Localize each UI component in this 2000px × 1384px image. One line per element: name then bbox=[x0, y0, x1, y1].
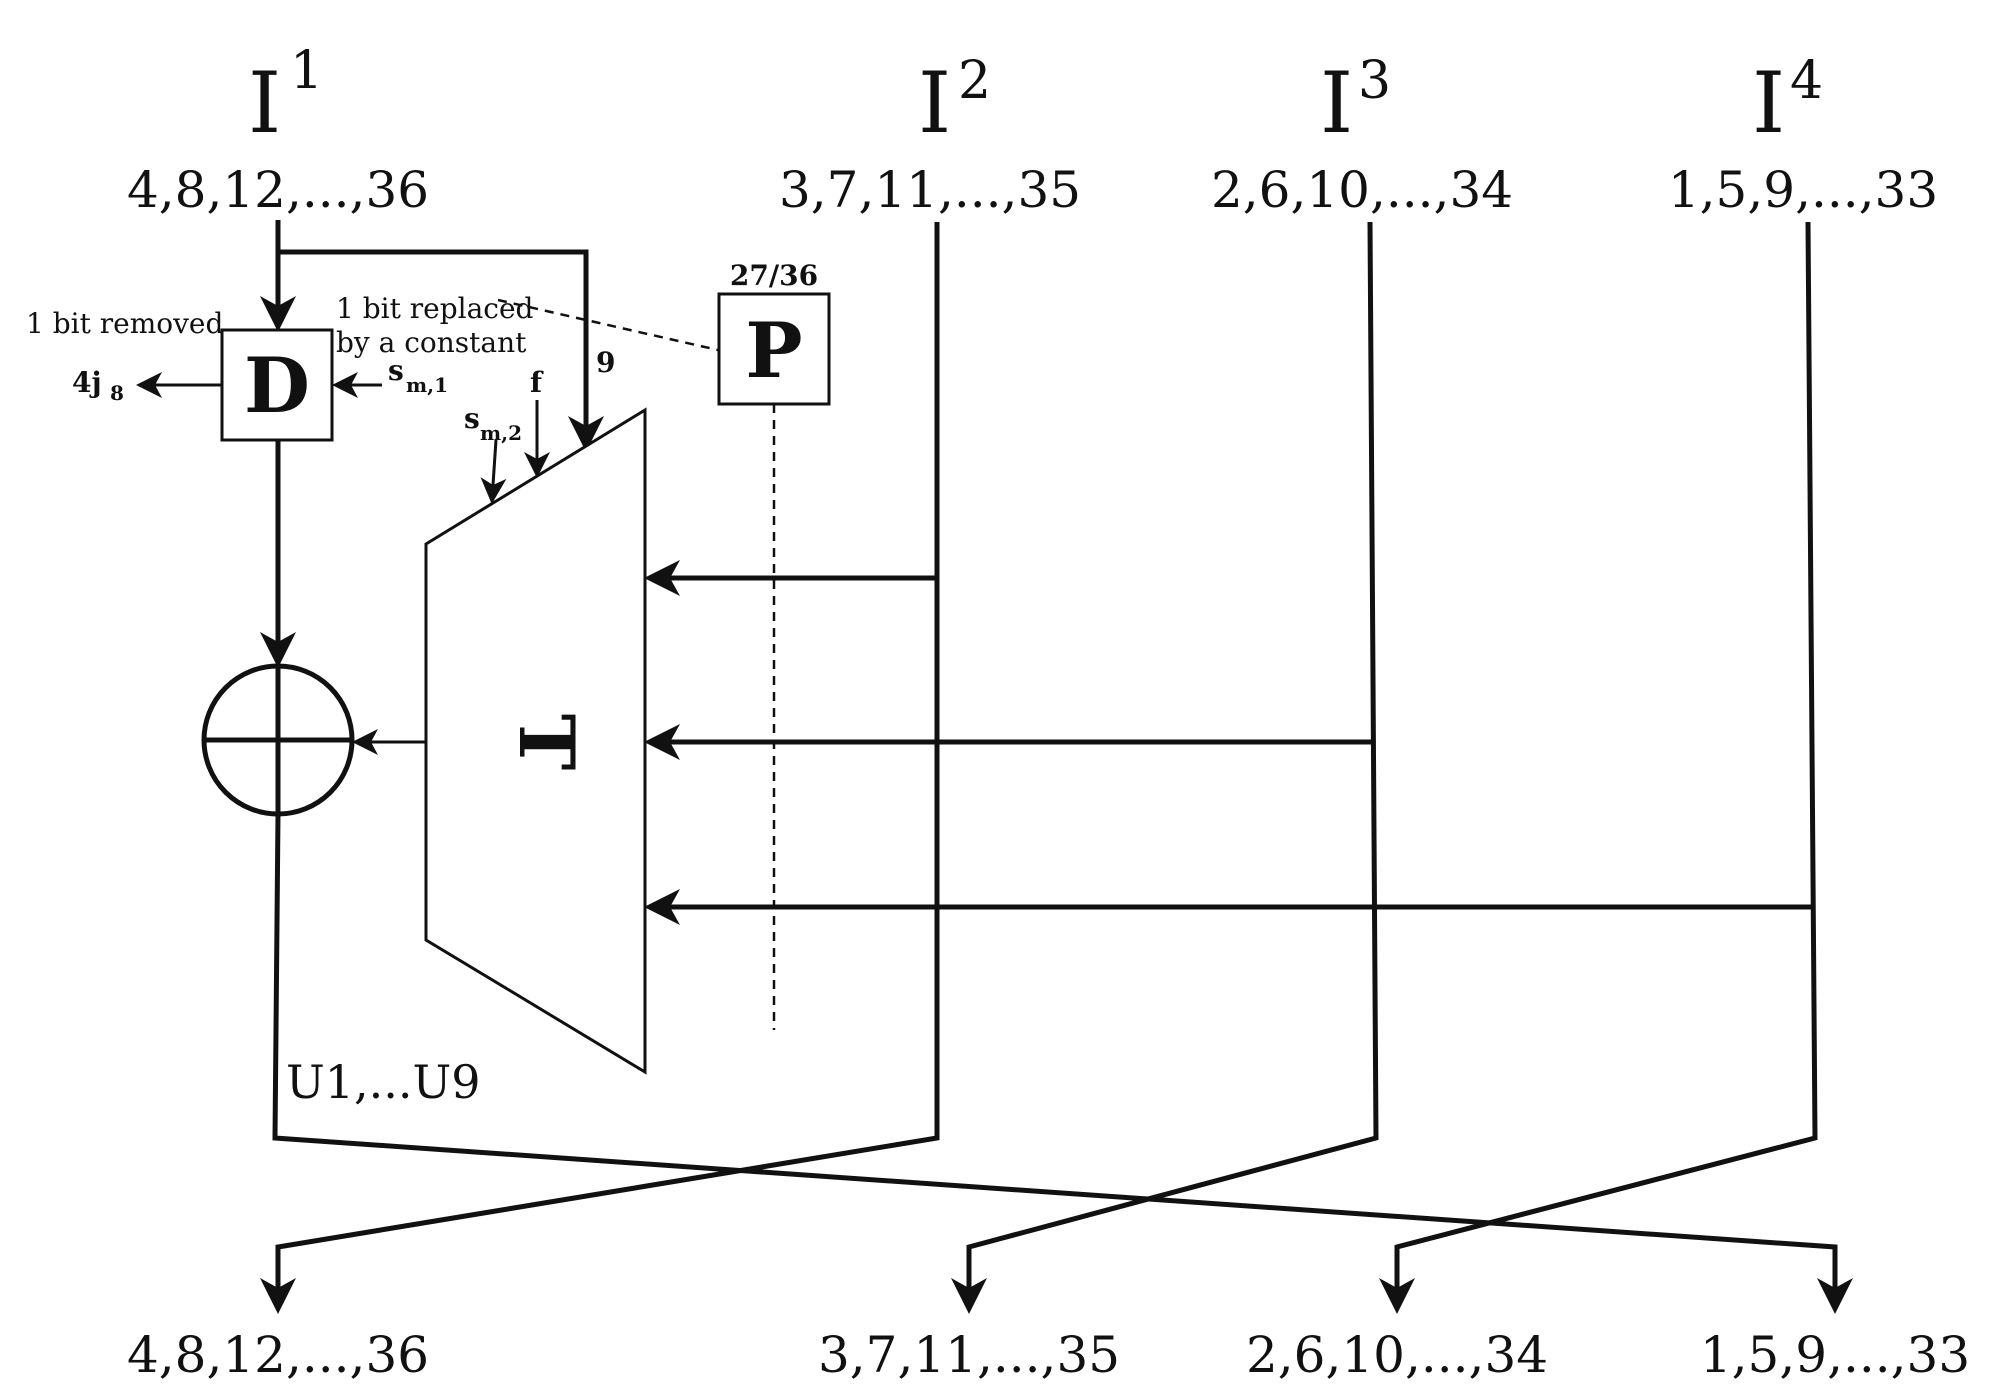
bit-replaced-line2: by a constant bbox=[336, 326, 527, 359]
input-2-sup: 2 bbox=[958, 51, 991, 111]
input-4-base: I bbox=[1752, 54, 1785, 152]
s-m1-label: s m,1 bbox=[388, 354, 448, 397]
input-3-indices: 2,6,10,...,34 bbox=[1211, 161, 1513, 219]
input-header-1: I 1 4,8,12,...,36 bbox=[127, 41, 429, 219]
xor-circle-plus-icon bbox=[201, 663, 355, 817]
i4-path-to-output-3 bbox=[1379, 221, 1818, 1314]
d-block-label: D bbox=[244, 341, 310, 430]
input-3-sup: 3 bbox=[1358, 51, 1391, 111]
s-m2-input-arrow bbox=[480, 439, 507, 504]
input-2-indices: 3,7,11,...,35 bbox=[779, 161, 1081, 219]
i2-path-to-output-1 bbox=[260, 222, 940, 1314]
output-3-indices: 2,6,10,...,34 bbox=[1246, 1326, 1548, 1384]
t-block-label: T bbox=[502, 714, 591, 771]
input-header-4: I 4 1,5,9,...,33 bbox=[1668, 51, 1938, 219]
svg-text:s: s bbox=[464, 402, 480, 435]
output-1-indices: 4,8,12,...,36 bbox=[127, 1326, 429, 1384]
input-3-base: I bbox=[1320, 54, 1353, 152]
out-j-label: 4j 8 bbox=[72, 366, 124, 405]
xor-path-to-output-4 bbox=[272, 813, 1853, 1314]
u-range-label: U1,...U9 bbox=[286, 1055, 481, 1109]
p-block: P bbox=[717, 292, 831, 406]
p-to-d-dashed-link bbox=[497, 298, 719, 352]
i3-path-to-output-2 bbox=[951, 221, 1379, 1314]
input-header-2: I 2 3,7,11,...,35 bbox=[779, 51, 1081, 219]
bit-replaced-line1: 1 bit replaced bbox=[336, 292, 534, 325]
svg-text:m,1: m,1 bbox=[406, 373, 448, 397]
t-block: T bbox=[424, 407, 647, 1075]
svg-text:4j: 4j bbox=[72, 366, 102, 399]
input-4-sup: 4 bbox=[1790, 51, 1823, 111]
input-header-3: I 3 2,6,10,...,34 bbox=[1211, 51, 1513, 219]
svg-text:m,2: m,2 bbox=[480, 421, 522, 445]
input-2-base: I bbox=[918, 54, 951, 152]
input-1-indices: 4,8,12,...,36 bbox=[127, 161, 429, 219]
input-4-indices: 1,5,9,...,33 bbox=[1668, 161, 1938, 219]
i1-to-t-tap-arrow bbox=[278, 249, 604, 452]
p-block-label: P bbox=[745, 306, 802, 395]
d-block: D bbox=[220, 328, 334, 442]
output-4-indices: 1,5,9,...,33 bbox=[1700, 1326, 1970, 1384]
svg-text:8: 8 bbox=[110, 381, 124, 405]
input-1-sup: 1 bbox=[290, 41, 323, 101]
bit-removed-label: 1 bit removed bbox=[26, 307, 223, 340]
p-ratio-label: 27/36 bbox=[730, 259, 818, 292]
output-2-indices: 3,7,11,...,35 bbox=[818, 1326, 1120, 1384]
tap-width-label: 9 bbox=[596, 346, 615, 379]
svg-text:s: s bbox=[388, 354, 404, 387]
s-m2-label: s m,2 bbox=[464, 402, 522, 445]
input-1-base: I bbox=[248, 54, 281, 152]
f-label: f bbox=[530, 366, 544, 399]
